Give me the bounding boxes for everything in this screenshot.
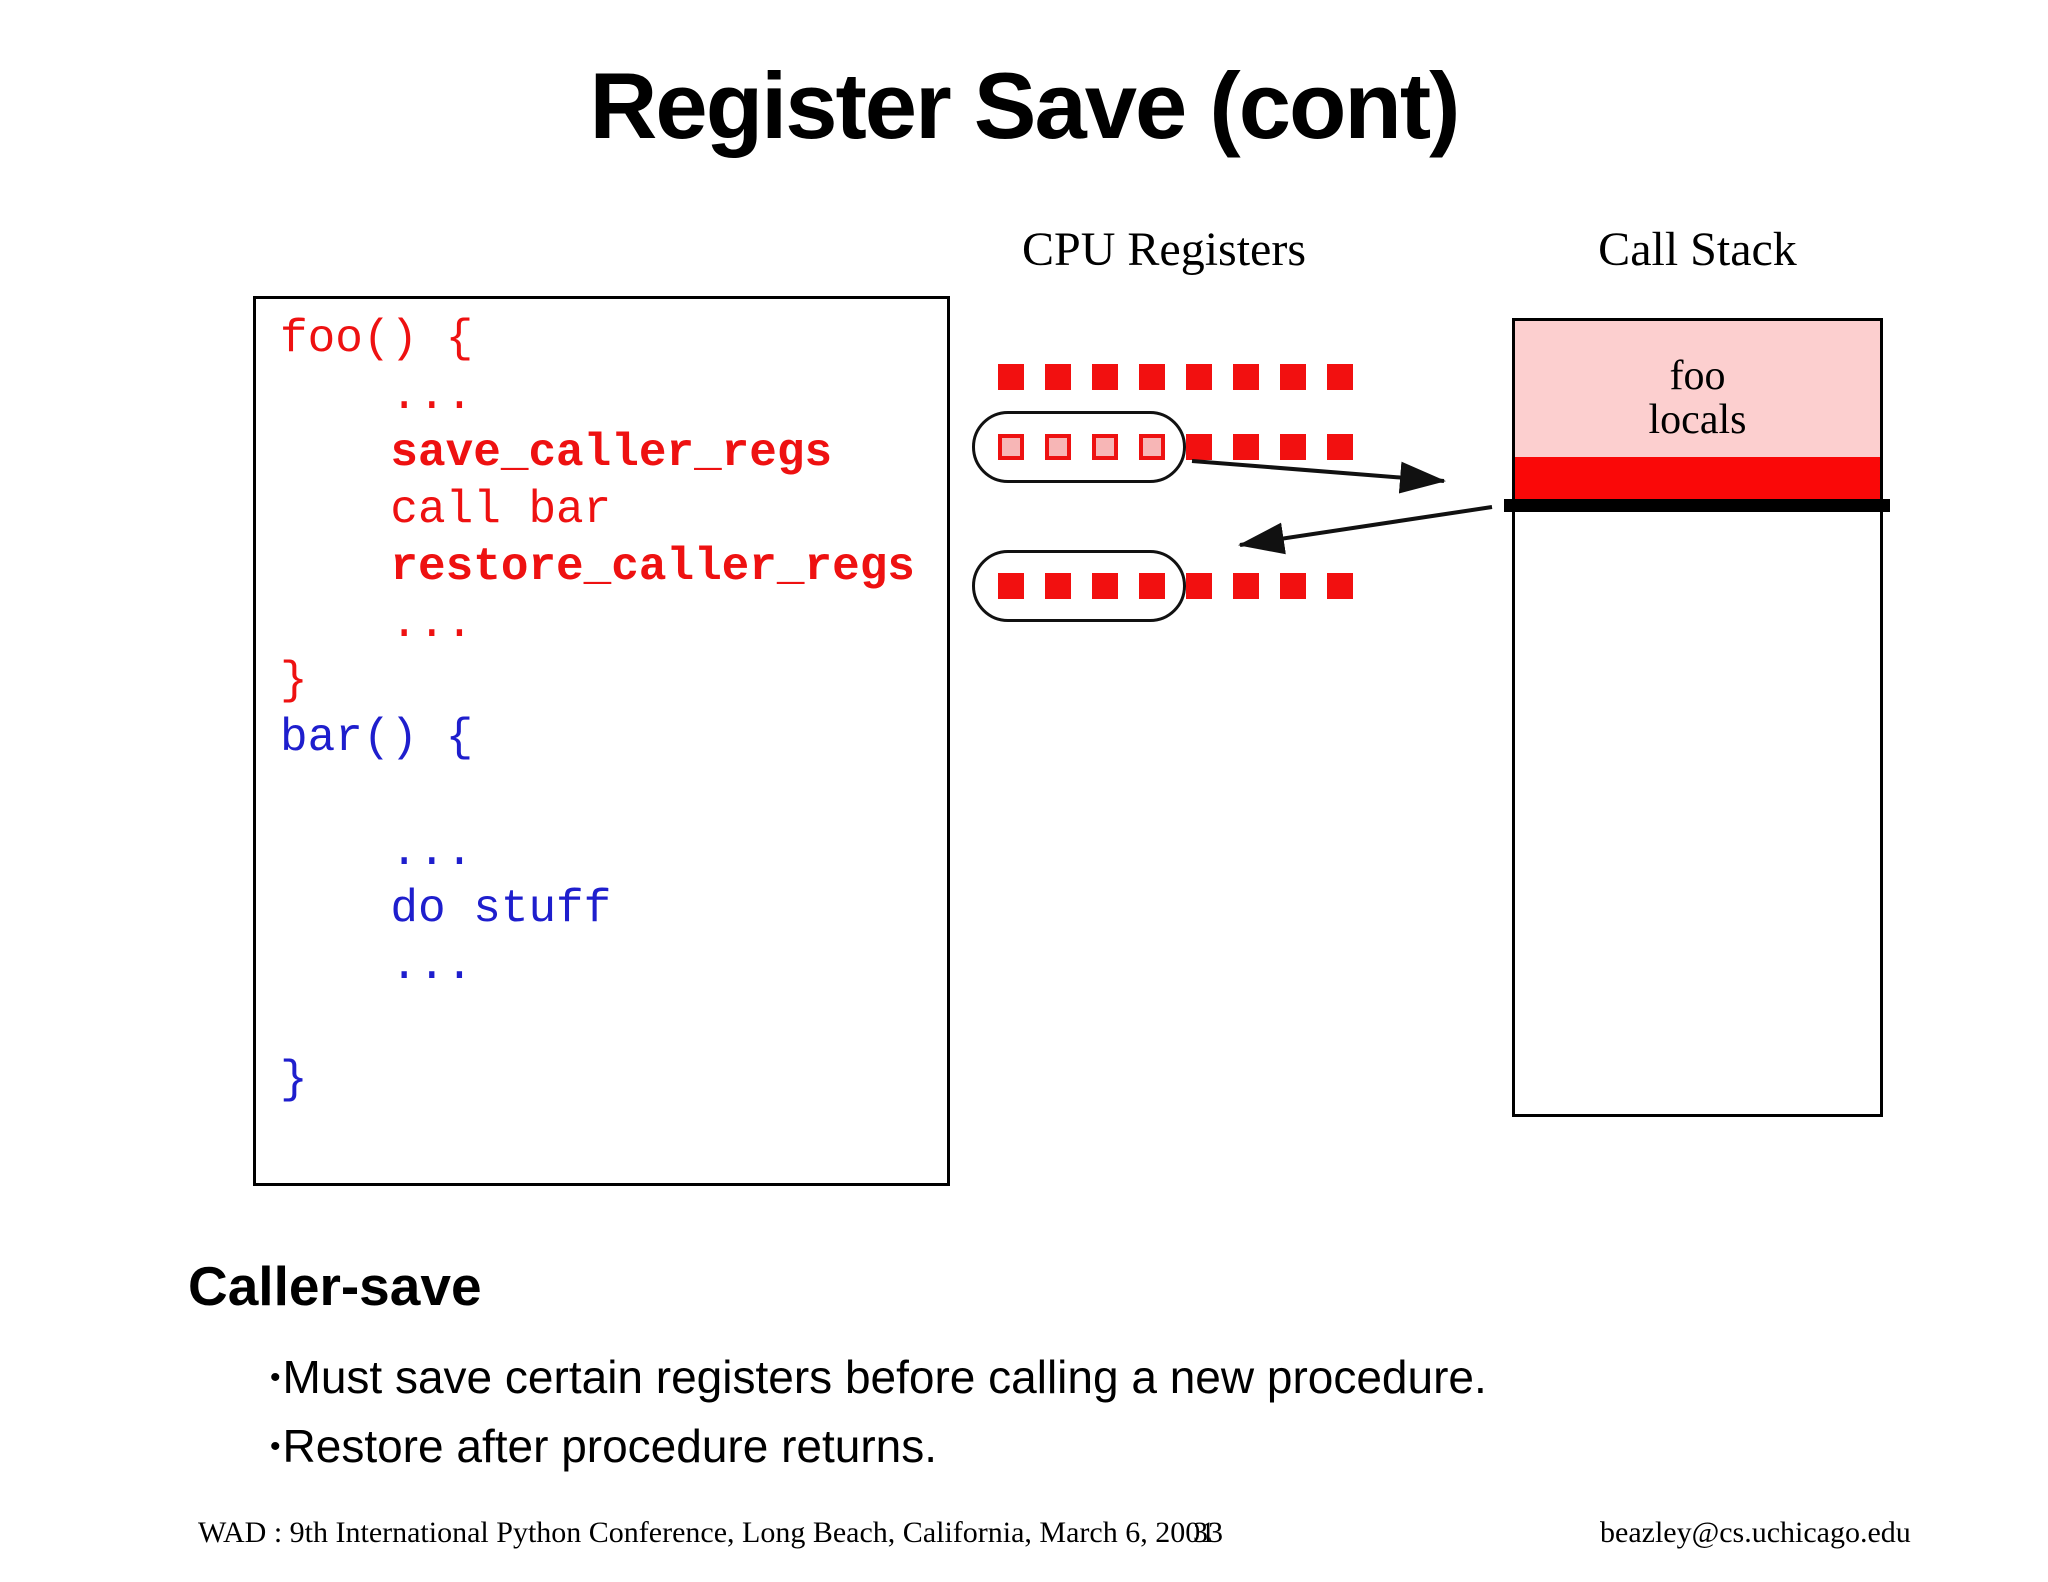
register-cell [1327, 434, 1353, 460]
register-cell [1280, 434, 1306, 460]
code-line: call bar [280, 484, 612, 536]
register-cell [1045, 364, 1071, 390]
cpu-registers-label: CPU Registers [1022, 223, 1307, 276]
code-line: ... [280, 598, 474, 650]
register-cell [1092, 573, 1118, 599]
call-stack-box: foo locals [1512, 318, 1883, 1117]
code-line: ... [280, 370, 474, 422]
footer-page-number: 33 [1193, 1516, 1223, 1549]
register-cell [1327, 573, 1353, 599]
stack-saved-registers-band [1515, 457, 1880, 500]
footer-conference: WAD : 9th International Python Conferenc… [198, 1516, 1216, 1549]
register-cell [1186, 573, 1212, 599]
code-line: } [280, 1054, 308, 1106]
register-cell-saved [1045, 434, 1071, 460]
register-cell [1045, 573, 1071, 599]
register-cell [1092, 364, 1118, 390]
register-cell [1186, 364, 1212, 390]
caller-save-heading: Caller-save [188, 1255, 482, 1317]
slide-title: Register Save (cont) [589, 53, 1461, 158]
register-cell [1327, 364, 1353, 390]
register-cell-saved [1092, 434, 1118, 460]
code-line: } [280, 655, 308, 707]
code-line: restore_caller_regs [280, 541, 915, 593]
frame-label-line2: locals [1648, 397, 1747, 443]
code-line: do stuff [280, 883, 612, 935]
code-line: ... [280, 826, 474, 878]
code-line: save_caller_regs [280, 427, 833, 479]
register-row-top [998, 364, 1353, 390]
save-to-stack-arrow [1191, 459, 1446, 494]
register-row-saved [998, 434, 1353, 460]
bullet-item: •Must save certain registers before call… [270, 1350, 1487, 1404]
register-cell [1280, 573, 1306, 599]
register-cell [1233, 364, 1259, 390]
bullet-dot: • [270, 1361, 281, 1394]
code-listing: foo() { ... save_caller_regs call bar re… [280, 311, 915, 1109]
bullet-text: Must save certain registers before calli… [282, 1351, 1487, 1403]
register-cell [1139, 364, 1165, 390]
stack-frame-foo-locals: foo locals [1515, 321, 1880, 457]
register-cell [1186, 434, 1212, 460]
code-line [280, 995, 915, 1052]
stack-pointer-bar [1504, 499, 1890, 512]
restored-registers-oval [972, 550, 1186, 622]
register-cell [998, 364, 1024, 390]
register-cell [1233, 573, 1259, 599]
footer-email: beazley@cs.uchicago.edu [1600, 1516, 1911, 1549]
bullet-item: •Restore after procedure returns. [270, 1419, 937, 1473]
saved-registers-oval [972, 411, 1186, 483]
bullet-dot: • [270, 1430, 281, 1463]
call-stack-label: Call Stack [1598, 223, 1797, 276]
code-box: foo() { ... save_caller_regs call bar re… [253, 296, 950, 1186]
code-line [280, 767, 915, 824]
code-line: foo() { [280, 313, 474, 365]
frame-label-line1: foo [1669, 353, 1726, 399]
bullet-text: Restore after procedure returns. [282, 1420, 938, 1472]
register-cell [1280, 364, 1306, 390]
stack-to-restore-arrow [1238, 505, 1493, 555]
code-line: bar() { [280, 712, 474, 764]
register-cell [1233, 434, 1259, 460]
code-line: ... [280, 940, 474, 992]
